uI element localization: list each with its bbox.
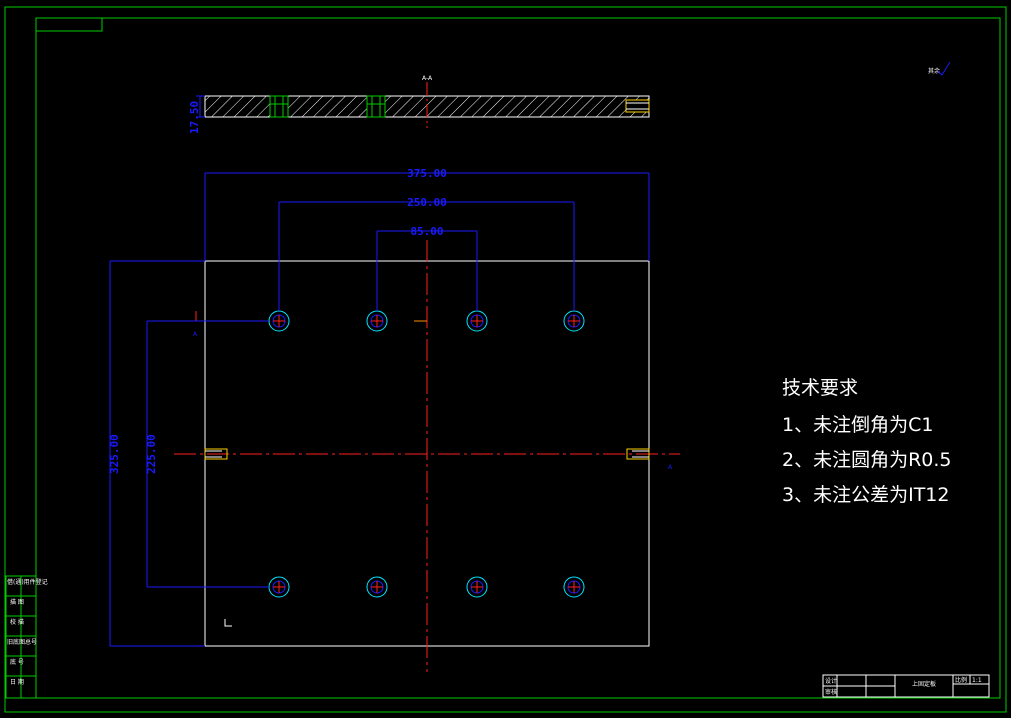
dim-overall-height: 325.00 bbox=[108, 434, 121, 474]
tech-title: 技术要求 bbox=[782, 377, 858, 399]
side-table-row-1: 借(通)用件登记 bbox=[7, 578, 48, 586]
hole-bottom-1 bbox=[268, 576, 290, 598]
dim-vertical-lines bbox=[109, 260, 269, 647]
tech-item-2: 2、未注圆角为R0.5 bbox=[782, 449, 952, 471]
scale-label: 比例 bbox=[955, 676, 967, 684]
section-marker-label-right: A bbox=[668, 464, 673, 471]
hole-top-2 bbox=[366, 310, 388, 332]
dim-overall-width-lines bbox=[204, 172, 650, 311]
roughness-note: 其余 bbox=[928, 67, 940, 75]
hole-bottom-4 bbox=[563, 576, 585, 598]
title-row-label-2: 审核 bbox=[825, 688, 837, 696]
hole-top-1 bbox=[268, 310, 290, 332]
hole-top-4 bbox=[563, 310, 585, 332]
dim-hole-spacing-inner: 85.00 bbox=[410, 225, 443, 238]
section-thread-hole bbox=[625, 99, 650, 113]
section-label: A-A bbox=[422, 75, 433, 82]
side-table: 借(通)用件登记 描 图 校 描 旧底图总号 底 号 日 期 bbox=[5, 575, 48, 699]
section-view: 17.50 bbox=[188, 82, 650, 134]
side-table-row-5: 底 号 bbox=[10, 658, 24, 666]
plan-view: A A 375.00 250.00 85.00 325.00 225 bbox=[108, 167, 680, 672]
corner-mark bbox=[224, 619, 232, 627]
tech-item-3: 3、未注公差为IT12 bbox=[782, 484, 949, 506]
side-table-row-6: 日 期 bbox=[10, 678, 24, 686]
section-marker-top bbox=[195, 311, 205, 322]
title-row-label-1: 设计 bbox=[825, 677, 837, 685]
dim-hole-spacing-vertical: 225.00 bbox=[145, 434, 158, 474]
tech-item-1: 1、未注倒角为C1 bbox=[782, 414, 933, 436]
dim-overall-width: 375.00 bbox=[407, 167, 447, 180]
dim-hole-spacing-outer: 250.00 bbox=[407, 196, 447, 209]
side-table-row-4: 旧底图总号 bbox=[7, 638, 37, 646]
title-block: 设计 审核 上固定板 比例 1:1 bbox=[822, 674, 990, 698]
scale-value: 1:1 bbox=[972, 677, 982, 684]
side-table-row-2: 描 图 bbox=[10, 598, 24, 606]
roughness-symbol bbox=[937, 61, 951, 76]
corner-tab bbox=[35, 17, 103, 32]
hole-bottom-3 bbox=[466, 576, 488, 598]
hole-bottom-2 bbox=[366, 576, 388, 598]
hole-top-3 bbox=[466, 310, 488, 332]
part-name: 上固定板 bbox=[912, 680, 936, 688]
inner-frame bbox=[35, 17, 1001, 699]
outer-frame bbox=[4, 6, 1007, 713]
thread-hole-left bbox=[204, 448, 228, 460]
thread-hole-right bbox=[626, 448, 650, 460]
section-marker-label-top: A bbox=[193, 331, 198, 338]
side-table-row-3: 校 描 bbox=[10, 618, 24, 626]
tech-requirements: 技术要求 1、未注倒角为C1 2、未注圆角为R0.5 3、未注公差为IT12 bbox=[782, 377, 952, 506]
dim-thickness: 17.50 bbox=[188, 101, 201, 134]
